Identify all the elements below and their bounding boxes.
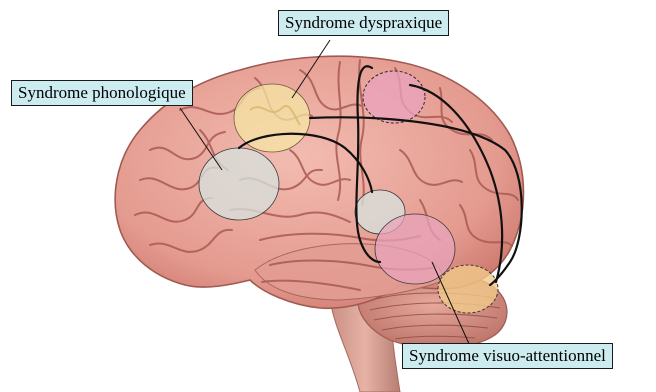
cerebellum-dashed-region — [438, 265, 498, 313]
visuo-attentionnel-region — [375, 214, 455, 284]
label-syndrome-visuo-attentionnel: Syndrome visuo-attentionnel — [402, 343, 613, 369]
label-syndrome-dyspraxique: Syndrome dyspraxique — [278, 10, 449, 36]
phonologique-region — [199, 148, 279, 220]
dyspraxique-region — [234, 84, 310, 152]
label-syndrome-phonologique: Syndrome phonologique — [11, 80, 193, 106]
parietal-dashed-region — [363, 71, 425, 123]
